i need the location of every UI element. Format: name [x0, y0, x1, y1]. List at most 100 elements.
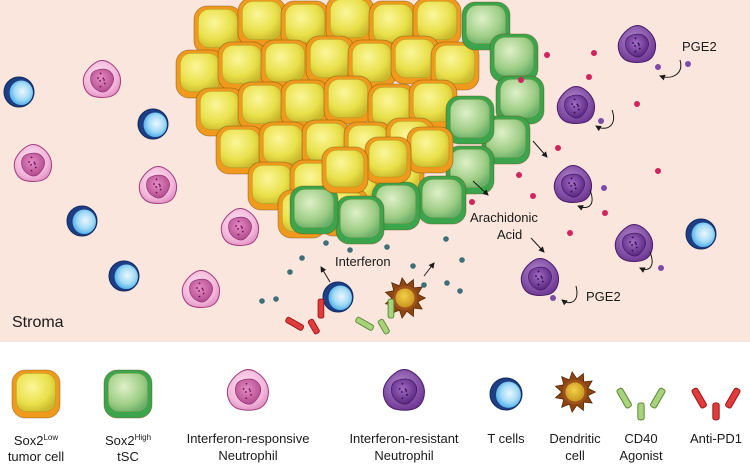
pge2-label-bottom: PGE2 — [586, 289, 621, 304]
arrows — [320, 59, 682, 306]
interferon-resistant-neutrophil — [520, 258, 560, 297]
arachidonic-acid-dot — [634, 101, 640, 107]
pge2-dot — [601, 185, 607, 191]
legend-label-cd40-line2: Agonist — [619, 448, 663, 463]
legend-label-sox2high-line1: Sox2High — [105, 433, 151, 448]
arachidonic-acid-dot — [544, 52, 550, 58]
arrow-pge2-3 — [577, 189, 593, 211]
interferon-dot — [410, 263, 416, 269]
sox2-high-tsc-cell — [289, 185, 339, 235]
legend-label-sox2low-line1: Sox2Low — [14, 433, 59, 448]
pge2-dot — [658, 265, 664, 271]
t-cell — [137, 108, 169, 140]
pge2-label-top: PGE2 — [682, 39, 717, 54]
arachidonic-acid-dot — [567, 230, 573, 236]
legend-label-cd40-line1: CD40 — [624, 431, 657, 446]
interferon-responsive-neutrophil — [181, 270, 221, 309]
legend-label-ifn-responsive-line1: Interferon-responsive — [187, 431, 310, 446]
sox2-high-tsc-cell — [371, 181, 421, 231]
interferon-dot — [259, 298, 265, 304]
interferon-resistant-neutrophil — [556, 86, 596, 125]
legend-label-antipd1: Anti-PD1 — [690, 431, 742, 446]
sox2-low-tumor-cell — [408, 79, 458, 129]
legend-label-dendritic-line1: Dendritic — [549, 431, 601, 446]
t-cells — [3, 76, 717, 313]
interferon-dot — [459, 257, 465, 263]
sox2-low-tumor-cell — [390, 35, 440, 85]
dendritic-cell — [384, 277, 427, 319]
arachidonic-acid-dot — [591, 50, 597, 56]
legend-label-sox2low-line2: tumor cell — [8, 449, 64, 464]
arachidonic-acid-dot — [518, 77, 524, 83]
legend-sox2high-icon — [103, 369, 153, 419]
arachidonic-acid-dot — [555, 145, 561, 151]
sox2-low-tumor-cell — [258, 121, 308, 171]
anti-pd1-antibody — [285, 298, 325, 335]
interferon-dot — [273, 296, 279, 302]
interferon-dot — [323, 240, 329, 246]
legend-label-ifn-resistant-line2: Neutrophil — [374, 448, 433, 463]
sox2-low-tumor-cell — [321, 146, 369, 194]
cd40-agonist-antibody — [355, 298, 395, 335]
sox2-low-tumor-cell — [260, 39, 310, 89]
t-cell — [66, 205, 98, 237]
tumor-mass — [175, 0, 545, 245]
t-cell — [685, 218, 717, 250]
t-cell — [322, 281, 354, 313]
legend-ifn-responsive-icon — [226, 369, 269, 411]
legend-label-sox2high-line2: tSC — [117, 449, 139, 464]
sox2-low-tumor-cell — [406, 126, 454, 174]
pge2-dot — [685, 61, 691, 67]
arachidonic-acid-dot — [469, 199, 475, 205]
sox2-low-tumor-cell — [280, 79, 330, 129]
sox2-low-tumor-cell — [323, 75, 373, 125]
sox2-low-tumor-cell — [364, 136, 412, 184]
interferon-resistant-neutrophil — [614, 224, 654, 263]
antibodies — [285, 298, 395, 335]
legend-tcell-icon — [489, 377, 523, 411]
interferon-resistant-neutrophils — [520, 25, 657, 297]
legend-label-dendritic-line2: cell — [565, 448, 585, 463]
arrow-aa-3 — [530, 237, 545, 253]
legend-sox2low-icon — [11, 369, 61, 419]
sox2-low-tumor-cell — [237, 81, 287, 131]
interferon-dot — [421, 282, 427, 288]
t-cell — [3, 76, 35, 108]
t-cell — [108, 260, 140, 292]
dendritic-cell-icon — [384, 277, 427, 319]
arachidonic-label-line2: Acid — [497, 227, 522, 242]
arrow-aa-1 — [532, 140, 548, 158]
legend-label-tcells: T cells — [487, 431, 525, 446]
legend-ifn-resistant-icon — [382, 369, 425, 411]
sox2-low-tumor-cell — [215, 125, 265, 175]
arrow-interferon-left — [320, 266, 331, 283]
arachidonic-acid-dot — [516, 172, 522, 178]
arachidonic-acid-dot — [586, 74, 592, 80]
legend-label-ifn-resistant-line1: Interferon-resistant — [349, 431, 458, 446]
legend-cd40-icon — [616, 387, 666, 421]
interferon-responsive-neutrophil — [220, 208, 260, 247]
arrow-interferon-right — [423, 262, 435, 277]
sox2-high-tsc-cell — [335, 195, 385, 245]
arrow-pge2-4 — [639, 251, 653, 273]
interferon-dot — [444, 280, 450, 286]
sox2-low-tumor-cell — [305, 35, 355, 85]
signal-molecules — [259, 50, 691, 304]
interferon-dot — [457, 288, 463, 294]
sox2-high-tsc-cell — [489, 33, 539, 83]
sox2-high-tsc-cell — [445, 95, 495, 145]
sox2-low-tumor-cell — [175, 49, 225, 99]
arrow-aa-2 — [472, 180, 489, 196]
arachidonic-acid-dot — [655, 168, 661, 174]
interferon-dot — [347, 247, 353, 253]
interferon-dot — [384, 244, 390, 250]
pge2-dot — [598, 118, 604, 124]
legend-antipd1-icon — [691, 387, 741, 421]
legend — [11, 369, 741, 421]
arrow-pge2-bottom — [561, 285, 578, 306]
interferon-responsive-neutrophil — [138, 166, 178, 205]
interferon-dot — [287, 269, 293, 275]
arachidonic-acid-dot — [602, 210, 608, 216]
interferon-responsive-neutrophils — [13, 60, 260, 309]
sox2-low-tumor-cell — [237, 0, 287, 47]
